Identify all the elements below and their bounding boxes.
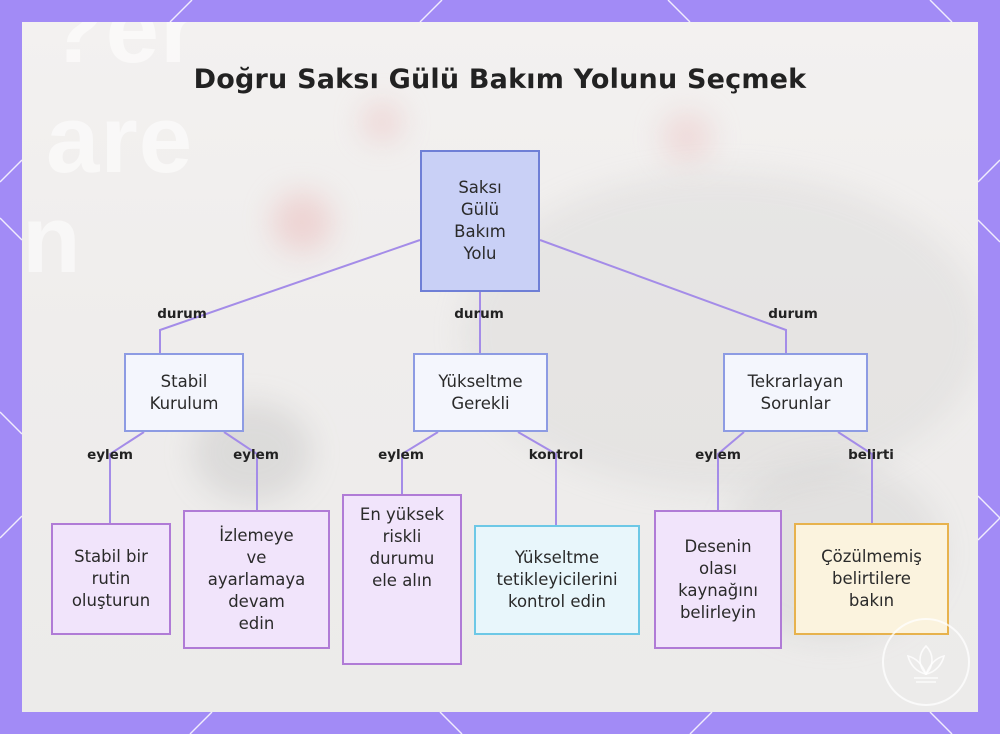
node-recurring-issues: Tekrarlayan Sorunlar xyxy=(723,353,868,432)
node-stable-setup: Stabil Kurulum xyxy=(124,353,244,432)
edge-root-recurring xyxy=(540,240,786,353)
edge-label-recurring-pattern: eylem xyxy=(695,447,741,463)
edge-stable-monitor xyxy=(224,432,257,510)
edge-upgrade-risk xyxy=(402,432,438,494)
diagram-panel: ?er are n Doğru Saksı Gülü Bakım Yolunu … xyxy=(22,22,978,712)
node-identify-pattern: Desenin olası kaynağını belirleyin xyxy=(654,510,782,649)
edge-label-recurring-symptoms: belirti xyxy=(848,447,894,463)
edge-recurring-pattern xyxy=(718,432,744,510)
edge-stable-routine xyxy=(110,432,144,523)
watermark-logo xyxy=(882,618,970,706)
edge-root-stable xyxy=(160,240,420,353)
edge-label-upgrade-risk: eylem xyxy=(378,447,424,463)
edge-label-root-recurring: durum xyxy=(768,306,818,322)
edge-label-stable-monitor: eylem xyxy=(233,447,279,463)
edge-label-root-upgrade: durum xyxy=(454,306,504,322)
edge-upgrade-triggers xyxy=(518,432,556,525)
node-root: Saksı Gülü Bakım Yolu xyxy=(420,150,540,292)
node-check-triggers: Yükseltme tetikleyicilerini kontrol edin xyxy=(474,525,640,635)
node-upgrade-needed: Yükseltme Gerekli xyxy=(413,353,548,432)
node-highest-risk: En yüksek riskli durumu ele alın xyxy=(342,494,462,665)
node-keep-monitoring: İzlemeye ve ayarlamaya devam edin xyxy=(183,510,330,649)
edge-recurring-symptoms xyxy=(838,432,872,523)
node-build-routine: Stabil bir rutin oluşturun xyxy=(51,523,171,635)
edge-label-root-stable: durum xyxy=(157,306,207,322)
edge-label-upgrade-triggers: kontrol xyxy=(529,447,584,463)
edge-label-stable-routine: eylem xyxy=(87,447,133,463)
